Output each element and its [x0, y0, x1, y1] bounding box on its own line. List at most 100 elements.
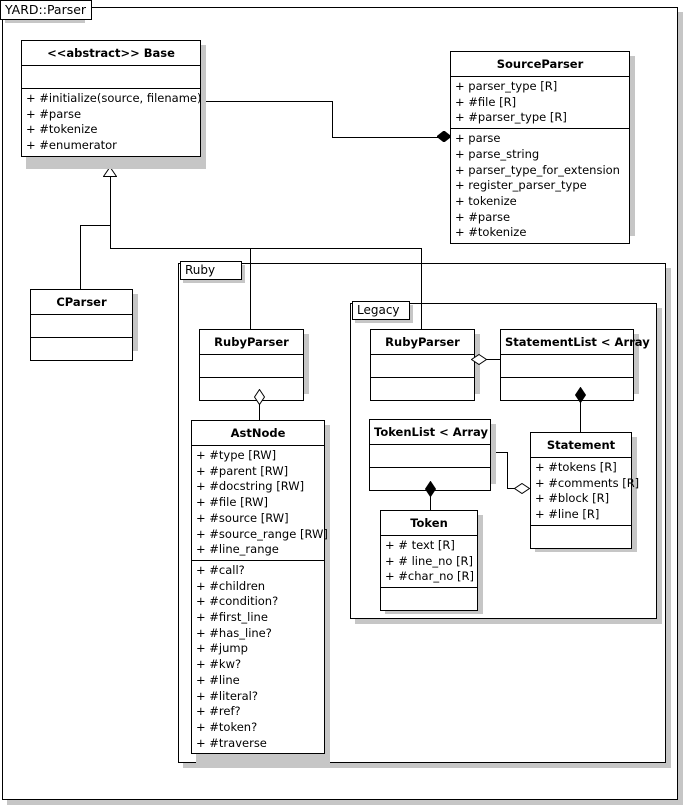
- class-member: + #tokenize: [26, 122, 98, 137]
- class-base-attributes: [22, 66, 200, 88]
- class-base-methods: + #initialize(source, filename) + #parse…: [22, 89, 202, 156]
- class-cparser-sep1: [31, 314, 132, 315]
- class-member: + #children: [196, 578, 266, 593]
- class-member: + #block [R]: [535, 491, 610, 506]
- class-sourceparser-attributes: + parser_type [R] + #file [R] + #parser_…: [451, 77, 629, 128]
- class-statement-attributes: + #tokens [R] + #comments [R] + #block […: [531, 458, 640, 525]
- class-legacy-rubyparser-title: RubyParser: [385, 335, 460, 349]
- class-cparser-methods: [31, 338, 132, 360]
- class-token-title: Token: [410, 516, 448, 530]
- class-member: + #comments [R]: [535, 475, 640, 490]
- class-member: + #source_range [RW]: [196, 526, 328, 541]
- edge-statement-tokenlist-v1: [507, 452, 508, 488]
- class-statement[interactable]: Statement + #tokens [R] + #comments [R] …: [530, 432, 640, 549]
- edge-generalization-trunk: [110, 172, 111, 249]
- class-member: + parser_type_for_extension: [455, 162, 620, 177]
- class-member: + #parent [RW]: [196, 463, 289, 478]
- class-legacy-rubyparser-attributes: [371, 355, 474, 377]
- aggregation-diamond-astnode: [254, 389, 265, 405]
- class-statementlist-title: StatementList < Array: [505, 335, 650, 349]
- class-token-sep1: [381, 535, 477, 536]
- class-astnode[interactable]: AstNode + #type [RW] + #parent [RW] + #d…: [191, 420, 328, 755]
- class-legacy-rubyparser-sep2: [371, 377, 474, 378]
- class-member: + #literal?: [196, 688, 258, 703]
- class-member: + # text [R]: [385, 538, 455, 552]
- class-legacy-rubyparser-methods: [371, 378, 474, 400]
- generalization-triangle-base: [102, 162, 118, 177]
- class-cparser-title: CParser: [56, 295, 107, 309]
- class-member: + #char_no [R]: [385, 569, 475, 584]
- class-tokenlist-attributes: [370, 445, 490, 467]
- class-rubyparser-attributes: [200, 355, 303, 377]
- class-astnode-title: AstNode: [230, 426, 286, 440]
- class-member: + #condition?: [196, 594, 279, 609]
- class-tokenlist[interactable]: TokenList < Array: [369, 419, 491, 491]
- class-tokenlist-title: TokenList < Array: [374, 425, 488, 439]
- class-member: + # line_no [R]: [385, 553, 474, 568]
- edge-generalization-split-right: [110, 248, 422, 249]
- class-member: + #call?: [196, 562, 245, 577]
- class-cparser-attributes: [31, 315, 132, 337]
- class-member: + #jump: [196, 641, 248, 656]
- class-member: + #file [RW]: [196, 495, 268, 510]
- class-rubyparser-methods: [200, 378, 303, 400]
- class-statement-methods: [531, 526, 631, 548]
- class-token-sep2: [381, 587, 477, 589]
- class-member: + #tokens [R]: [535, 460, 617, 474]
- class-astnode-methods: + #call? + #children + #condition? + #fi…: [192, 561, 324, 753]
- class-base-sep2: [22, 88, 200, 89]
- class-member: + #source [RW]: [196, 510, 289, 525]
- edge-generalization-to-rubyparser: [250, 248, 251, 329]
- class-member: + #file [R]: [455, 94, 517, 109]
- composition-diamond-token: [425, 481, 436, 497]
- class-tokenlist-sep1: [370, 444, 490, 445]
- edge-base-sourceparser-h1: [204, 101, 333, 102]
- package-legacy-tab: Legacy: [352, 301, 410, 320]
- class-rubyparser-sep2: [200, 377, 303, 378]
- class-member: + #parse: [455, 209, 511, 224]
- class-member: + #parse: [26, 106, 82, 121]
- class-rubyparser[interactable]: RubyParser: [199, 329, 304, 401]
- class-sourceparser-sep1: [451, 76, 629, 77]
- composition-diamond-statement: [575, 387, 586, 403]
- class-cparser-sep2: [31, 337, 132, 338]
- edge-base-sourceparser-v1: [332, 101, 333, 138]
- class-statementlist[interactable]: StatementList < Array: [500, 329, 650, 401]
- class-member: + #enumerator: [26, 138, 117, 153]
- class-sourceparser-sep2: [451, 128, 629, 130]
- class-member: + #kw?: [196, 657, 242, 672]
- edge-rubyparser-astnode: [259, 392, 260, 420]
- class-member: + parse_string: [455, 146, 540, 161]
- class-member: + #docstring [RW]: [196, 479, 305, 494]
- class-statement-title: Statement: [546, 438, 616, 452]
- class-member: + #line [R]: [535, 507, 600, 522]
- class-statement-sep2: [531, 524, 631, 526]
- class-member: + #line: [196, 672, 240, 687]
- diagram-title-tab: YARD::Parser: [0, 0, 93, 20]
- class-member: + #token?: [196, 719, 258, 734]
- class-member: + #initialize(source, filename): [26, 91, 202, 105]
- class-rubyparser-title: RubyParser: [214, 335, 289, 349]
- edge-generalization-split-left: [80, 225, 111, 226]
- class-base-title: <<abstract>> Base: [47, 46, 175, 60]
- class-token[interactable]: Token + # text [R] + # line_no [R] + #ch…: [380, 510, 478, 612]
- edge-base-sourceparser-h2: [332, 137, 445, 138]
- edge-statementlist-statement: [580, 392, 581, 432]
- class-cparser[interactable]: CParser: [30, 289, 133, 361]
- class-token-attributes: + # text [R] + # line_no [R] + #char_no …: [381, 536, 477, 587]
- class-base[interactable]: <<abstract>> Base + #initialize(source, …: [21, 40, 201, 157]
- class-statement-sep1: [531, 457, 631, 458]
- class-sourceparser[interactable]: SourceParser + parser_type [R] + #file […: [450, 51, 630, 245]
- class-member: + parse: [455, 131, 501, 146]
- class-member: + tokenize: [455, 193, 517, 208]
- class-member: + #line_range: [196, 542, 279, 557]
- class-member: + #parser_type [R]: [455, 110, 567, 125]
- class-member: + #type [RW]: [196, 448, 277, 462]
- class-legacy-rubyparser-sep1: [371, 354, 474, 355]
- class-legacy-rubyparser[interactable]: RubyParser: [370, 329, 475, 401]
- class-member: + #ref?: [196, 704, 241, 719]
- class-member: + #tokenize: [455, 225, 527, 240]
- class-astnode-sep2: [192, 559, 324, 561]
- class-sourceparser-methods: + parse + parse_string + parser_type_for…: [451, 129, 629, 243]
- class-astnode-sep1: [192, 445, 324, 446]
